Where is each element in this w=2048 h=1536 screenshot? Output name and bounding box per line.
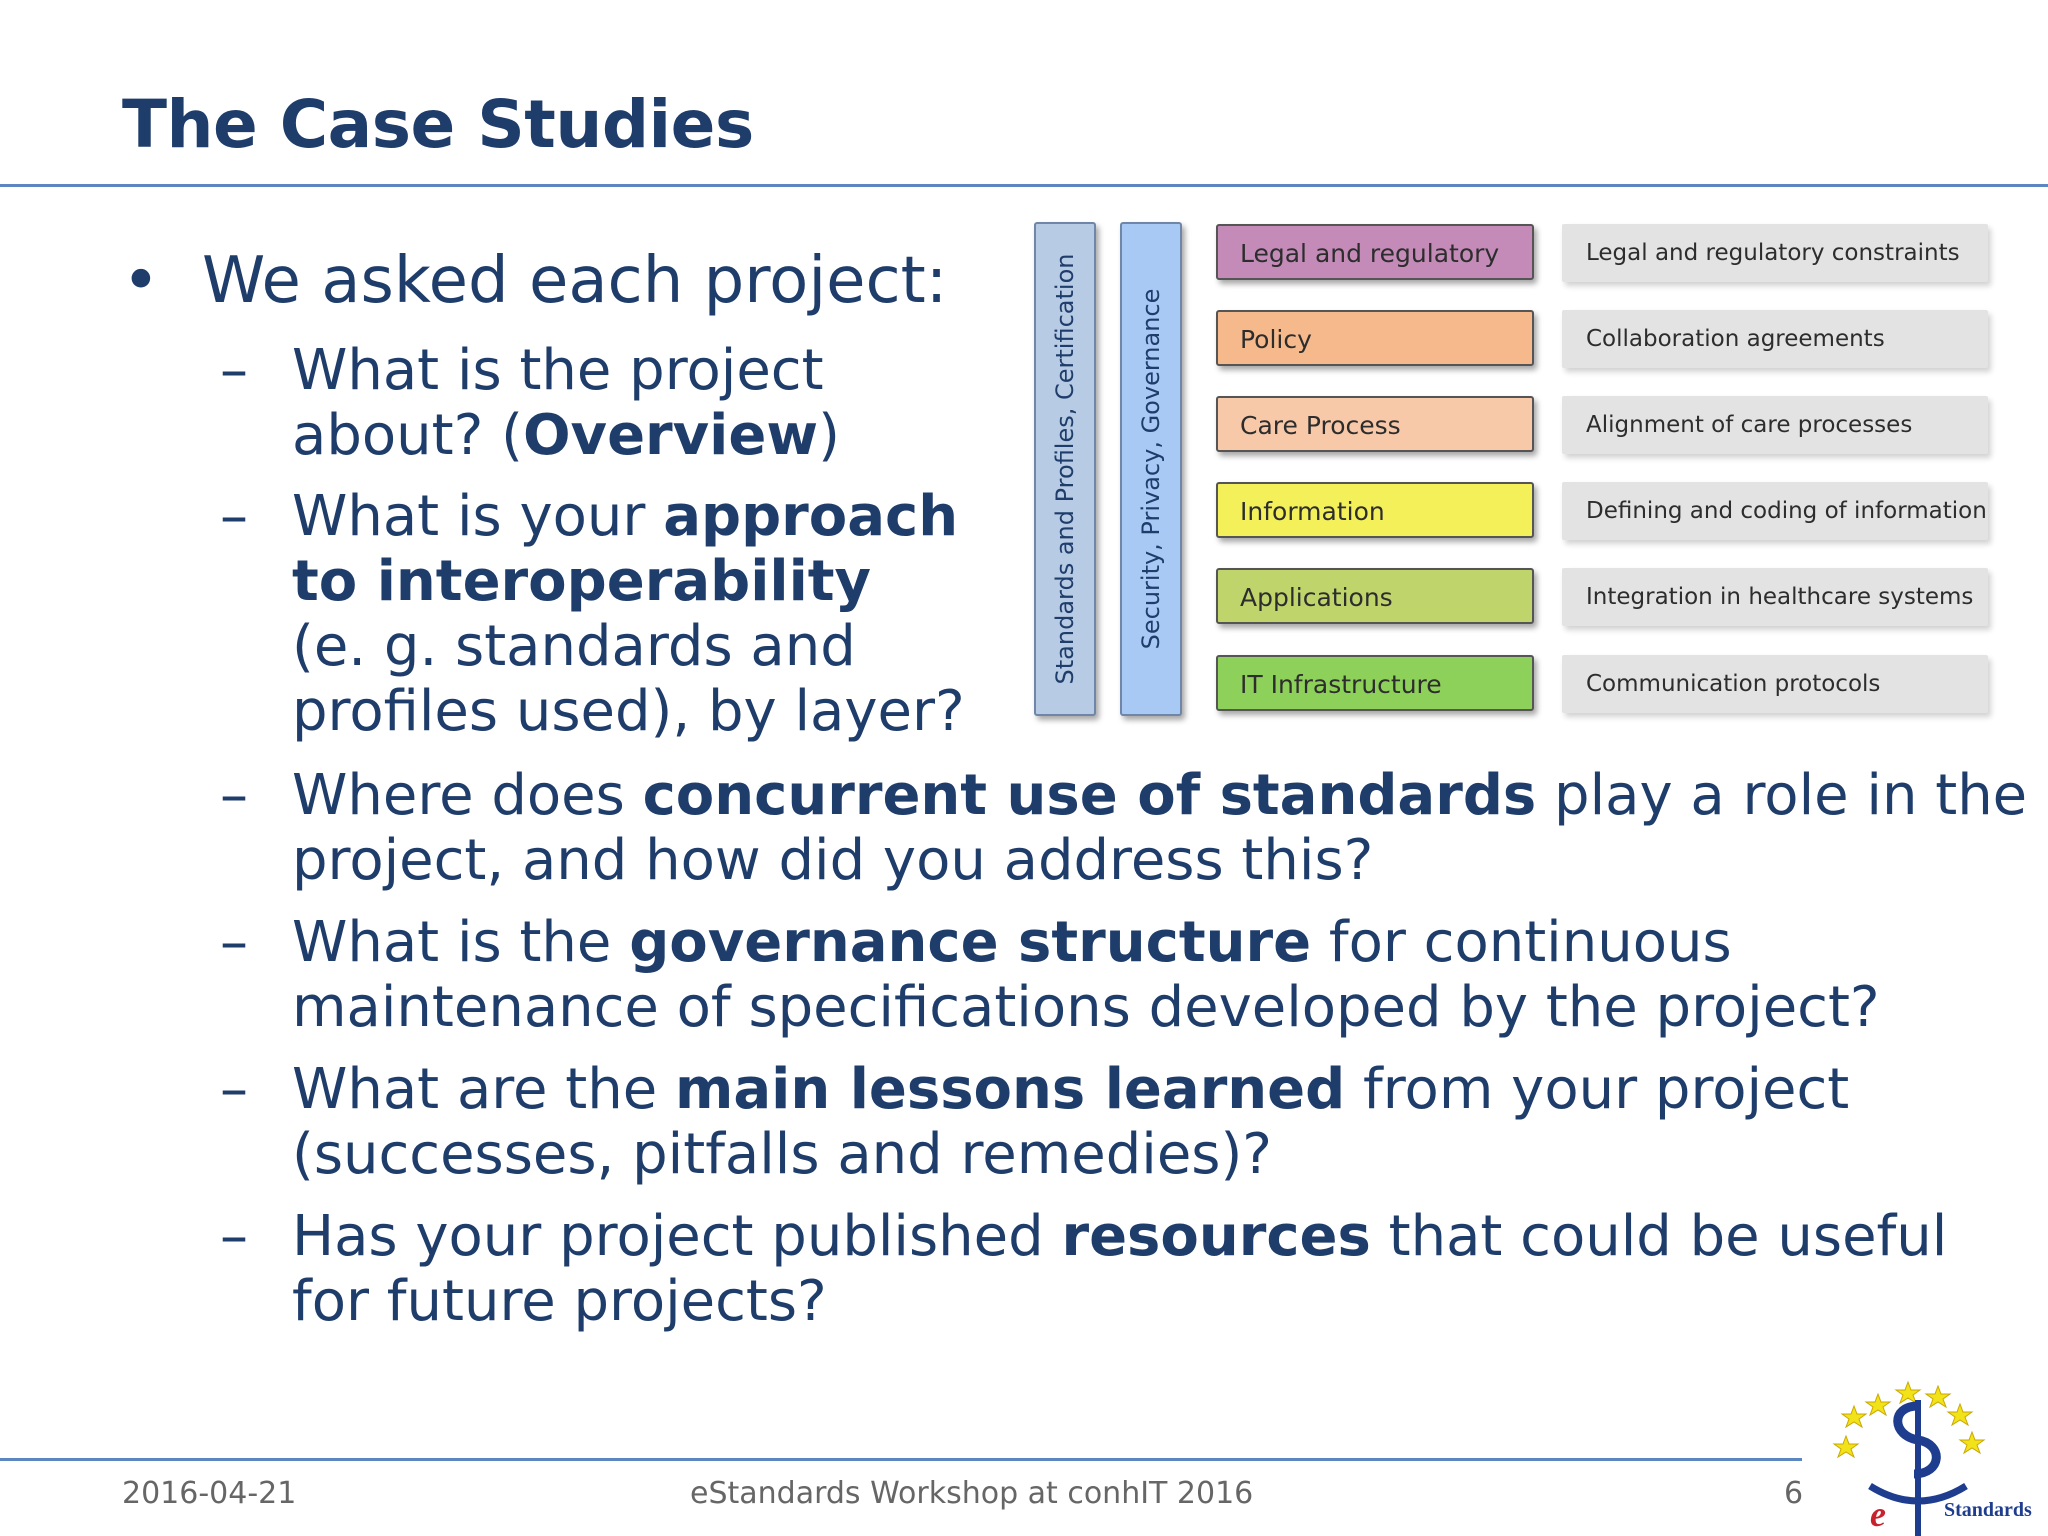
layer-desc-care-process: Alignment of care processes: [1562, 396, 1988, 454]
dash: –: [220, 910, 248, 975]
layer-care-process: Care Process: [1216, 396, 1534, 452]
estandards-logo-icon: e Standards: [1832, 1380, 2032, 1536]
layer-applications: Applications: [1216, 568, 1534, 624]
q6-line2: for future projects?: [292, 1269, 827, 1334]
q4-line1: What is the governance structure for con…: [292, 910, 1732, 975]
layer-policy: Policy: [1216, 310, 1534, 366]
logo-standards-text: Standards: [1944, 1499, 2032, 1521]
star-icon: [1832, 1434, 1860, 1459]
q1-line2: about? (Overview): [292, 403, 840, 468]
q3-line1: Where does concurrent use of standards p…: [292, 763, 2028, 828]
footer-divider: [0, 1458, 1802, 1461]
q2-line1: What is your approach: [292, 484, 959, 549]
q2-line3: (e. g. standards and: [292, 614, 856, 679]
star-icon: [1894, 1380, 1922, 1405]
layer-desc-it-infrastructure: Communication protocols: [1562, 655, 1988, 713]
vertical-bar-standards: Standards and Profiles, Certification: [1034, 222, 1096, 716]
slide-title: The Case Studies: [122, 86, 754, 163]
footer-date: 2016-04-21: [122, 1476, 297, 1511]
layer-information: Information: [1216, 482, 1534, 538]
bullet-dot: •: [122, 244, 160, 318]
q6-line1: Has your project published resources tha…: [292, 1204, 1948, 1269]
logo-e-text: e: [1870, 1494, 1886, 1534]
main-bullet-text: We asked each project:: [202, 244, 948, 318]
star-icon: [1958, 1430, 1986, 1455]
star-icon: [1946, 1402, 1974, 1427]
vertical-bar-label: Security, Privacy, Governance: [1137, 288, 1165, 650]
dash: –: [220, 1204, 248, 1269]
dash: –: [220, 763, 248, 828]
dash: –: [220, 1057, 248, 1122]
q4-line2: maintenance of specifications developed …: [292, 975, 1880, 1040]
footer-page-number: 6: [1784, 1476, 1804, 1511]
layer-desc-policy: Collaboration agreements: [1562, 310, 1988, 368]
q1-line1: What is the project: [292, 338, 824, 403]
dash: –: [220, 338, 248, 403]
star-icon: [1924, 1384, 1952, 1409]
layer-desc-applications: Integration in healthcare systems: [1562, 568, 1988, 626]
star-icon: [1840, 1404, 1868, 1429]
layer-legal: Legal and regulatory: [1216, 224, 1534, 280]
q3-line2: project, and how did you address this?: [292, 828, 1374, 893]
q2-line2: to interoperability: [292, 549, 872, 614]
q2-line4: profiles used), by layer?: [292, 679, 965, 744]
q5-line2: (successes, pitfalls and remedies)?: [292, 1122, 1273, 1187]
vertical-bar-label: Standards and Profiles, Certification: [1051, 253, 1079, 685]
star-icon: [1864, 1392, 1892, 1417]
layer-desc-information: Defining and coding of information: [1562, 482, 1988, 540]
title-divider: [0, 184, 2048, 187]
footer-event: eStandards Workshop at conhIT 2016: [690, 1476, 1254, 1511]
vertical-bar-security: Security, Privacy, Governance: [1120, 222, 1182, 716]
layer-it-infrastructure: IT Infrastructure: [1216, 655, 1534, 711]
layer-desc-legal: Legal and regulatory constraints: [1562, 224, 1988, 282]
q5-line1: What are the main lessons learned from y…: [292, 1057, 1850, 1122]
dash: –: [220, 484, 248, 549]
